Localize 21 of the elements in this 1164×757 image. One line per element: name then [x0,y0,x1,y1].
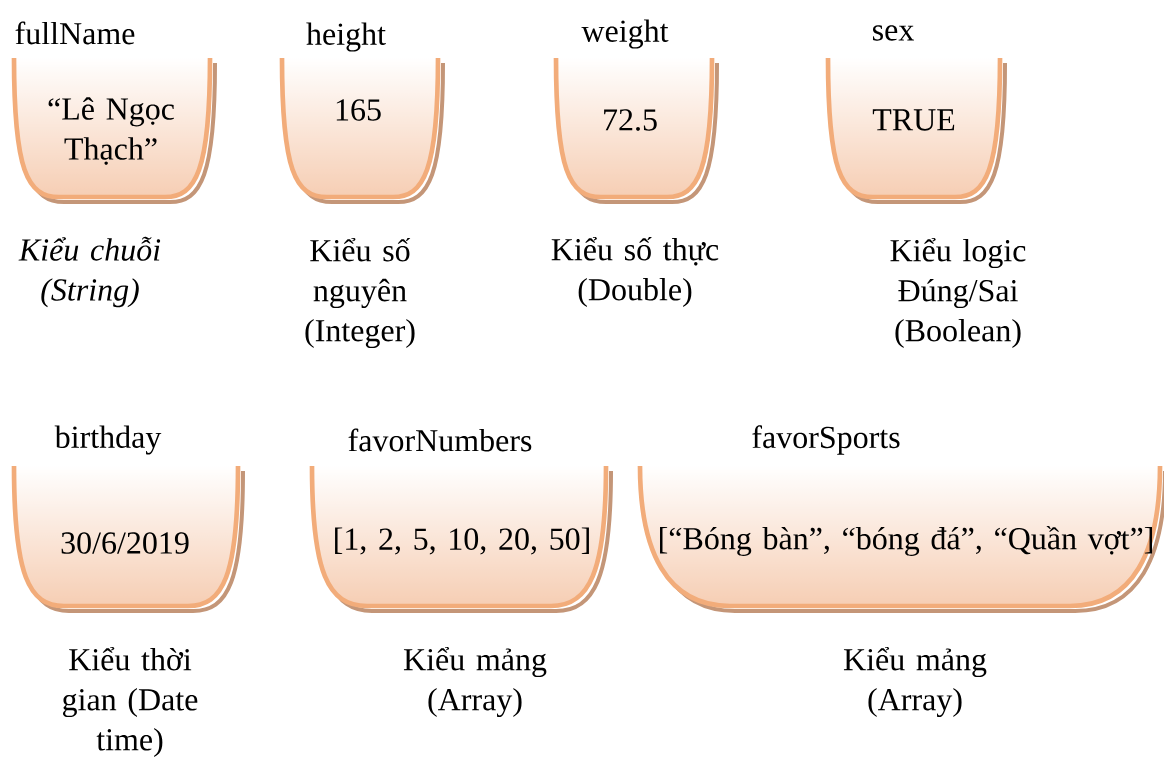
node-label: height [306,22,386,52]
node-label: favorSports [752,425,900,455]
type-caption: Kiểu số nguyên (Integer) [305,237,415,349]
node-label: favorNumbers [348,428,532,452]
node-label: fullName [15,21,135,45]
cup-box: birthday 30/6/2019 [11,425,245,613]
type-caption: Kiểu thời gian (Date time) [62,647,198,757]
type-caption: Kiểu số thực (Double) [551,237,719,307]
cup-box: sex TRUE [825,25,1007,204]
cup-box: favorSports [“Bóng bàn”, “bóng đá”, “Quần vợt”] [637,425,1164,613]
node-label: sex [873,25,914,41]
cup-box: favorNumbers [1, 2, 5, 10, 20, 50] [309,428,613,613]
type-caption: Kiểu chuỗi (String) [18,236,161,308]
type-caption: Kiểu mảng (Array) [403,646,547,718]
node-label: birthday [54,425,162,455]
cup-box: weight 72.5 [553,19,719,204]
type-caption: Kiểu logic Đúng/Sai (Boolean) [890,238,1026,348]
type-caption: Kiểu mảng (Array) [843,646,987,718]
cup-box: height 165 [279,22,445,204]
cup-box: fullName “Lê Ngọc Thạch” [11,21,217,204]
node-label: weight [581,19,669,49]
